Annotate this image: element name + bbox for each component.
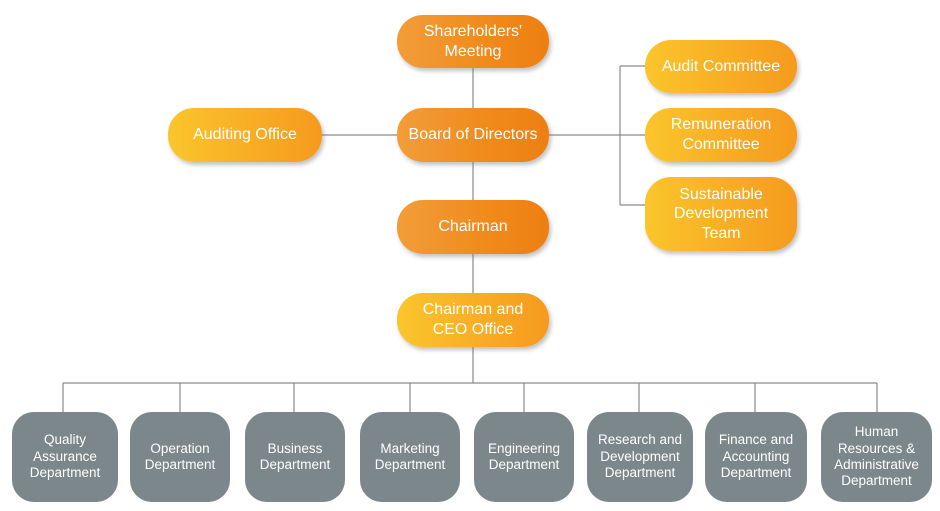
remuneration-committee-node: Remuneration Committee — [645, 108, 797, 162]
auditing-office-node: Auditing Office — [168, 108, 322, 162]
sustainable-development-team-node: Sustainable Development Team — [645, 177, 797, 251]
audit-committee-node: Audit Committee — [645, 40, 797, 93]
department-engineering: Engineering Department — [474, 412, 574, 502]
department-quality-assurance: Quality Assurance Department — [12, 412, 118, 502]
department-business: Business Department — [245, 412, 345, 502]
department-research-development: Research and Development Department — [587, 412, 693, 502]
chairman-node: Chairman — [397, 200, 549, 254]
chairman-ceo-office-node: Chairman and CEO Office — [397, 293, 549, 347]
board-of-directors-node: Board of Directors — [397, 108, 549, 162]
department-finance-accounting: Finance and Accounting Department — [705, 412, 807, 502]
department-human-resources: Human Resources & Administrative Departm… — [821, 412, 932, 502]
department-marketing: Marketing Department — [360, 412, 460, 502]
department-operation: Operation Department — [130, 412, 230, 502]
shareholders-meeting-node: Shareholders' Meeting — [397, 15, 549, 68]
